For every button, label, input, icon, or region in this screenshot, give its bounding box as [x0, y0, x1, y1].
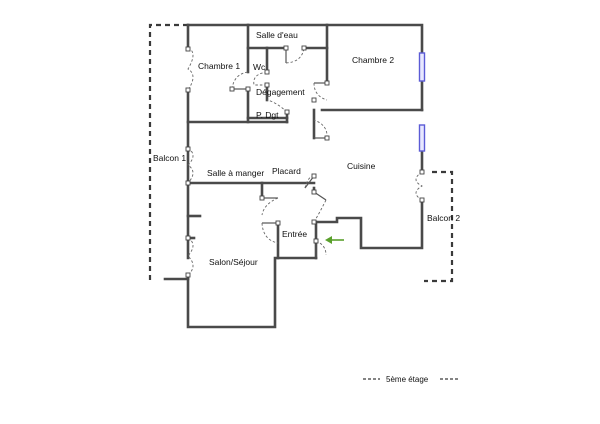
room-label-entree: Entrée: [282, 229, 307, 239]
room-labels: Salle d'eau Chambre 1 Wc Chambre 2 Dégag…: [153, 30, 460, 267]
window-cuisine: [418, 124, 426, 152]
floor-legend: 5ème étage: [363, 375, 458, 384]
room-label-salon-sejour: Salon/Séjour: [209, 257, 258, 267]
balcon1-outline: [148, 23, 188, 280]
room-label-balcon2: Balcon 2: [427, 213, 460, 223]
room-label-chambre2: Chambre 2: [352, 55, 394, 65]
room-label-salle-deau: Salle d'eau: [256, 30, 298, 40]
windows: [418, 52, 426, 152]
room-label-chambre1: Chambre 1: [198, 61, 240, 71]
window-chambre2: [418, 52, 426, 82]
room-label-placard: Placard: [272, 166, 301, 176]
balcony-outlines: [148, 23, 454, 283]
balcon2-outline: [424, 170, 454, 283]
room-label-cuisine: Cuisine: [347, 161, 376, 171]
room-label-salle-a-manger: Salle à manger: [207, 168, 264, 178]
room-label-p-dgt: P. Dgt: [256, 110, 279, 120]
doors: [187, 47, 423, 276]
entry-arrow: [325, 236, 344, 244]
room-label-degagement: Dégagement: [256, 87, 305, 97]
hinge-markers: [185, 45, 425, 278]
room-label-balcon1: Balcon 1: [153, 153, 186, 163]
floor-level-label: 5ème étage: [386, 375, 429, 384]
room-label-wc: Wc: [253, 62, 266, 72]
